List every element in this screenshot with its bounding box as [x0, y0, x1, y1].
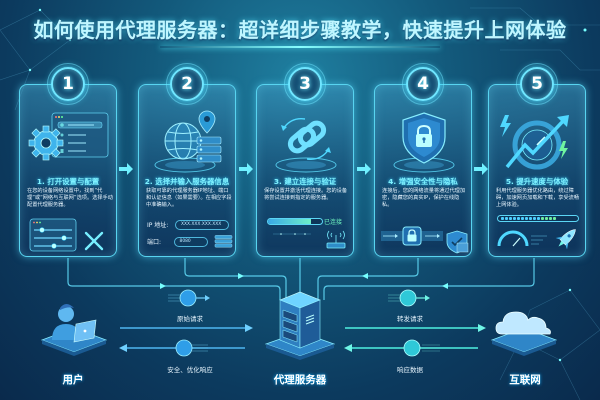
sliders-icon — [29, 218, 77, 252]
location-pin-icon — [198, 110, 216, 134]
gauge-rocket-illustration — [497, 229, 576, 250]
flow-label-response-data: 响应数据 — [397, 366, 423, 374]
encryption-illustration — [381, 226, 469, 254]
title-underline — [160, 46, 440, 48]
tools-icon — [84, 231, 104, 251]
step-number-badge: 1 — [47, 63, 89, 105]
flow-label-original-request: 原始请求 — [177, 315, 203, 323]
sliders-tools-illustration — [29, 218, 104, 252]
user-node-label: 用户 — [62, 374, 84, 386]
shield-lock-icon — [402, 112, 446, 164]
forward-orb-icon — [388, 289, 430, 307]
step-description: 在您的设备网络设置中，找到“代理”或“网络与互联网”选项。选择手动配置代理服务器… — [27, 188, 113, 208]
gauge-icon — [497, 230, 547, 247]
shield-lock-illustration — [393, 112, 455, 173]
encrypted-tunnel-icon — [381, 226, 443, 246]
step-number-badge: 2 — [166, 63, 208, 105]
router-icon — [326, 230, 346, 249]
data-orb-icon — [403, 339, 440, 357]
next-step-arrow-icon — [474, 163, 488, 175]
step-description: 连接后，您的网络流量将通过代理加密，隐藏您的真实IP，保护在线隐私。 — [382, 188, 466, 208]
connection-status-text: 已连接 — [324, 219, 343, 226]
internet-node-label: 互联网 — [509, 374, 541, 386]
step-card-4: 4 4. 增强安全性与隐私 连接后，您的网络流量将通过代理加密，隐藏您的真实IP… — [374, 63, 472, 257]
gear-icon — [28, 125, 64, 161]
ip-field-row: IP 地址: XXX.XXX.XXX.XXX — [147, 218, 233, 231]
speedometer-arrow-icon — [505, 115, 569, 169]
step-card-2: 2 2. 选择并输入服务器信息 获取可靠的代理服务器IP地址、端口和认证信息（如… — [138, 63, 236, 257]
user-laptop-icon — [40, 304, 108, 356]
step-description: 保存设置并激活代理连接。您的设备将尝试连接到指定的服务器。 — [264, 188, 348, 201]
step-card-1: 1 1. 打开设置与配置 在您的设备网络设置中，找到“代理”或“网络与互联网”选… — [19, 63, 117, 257]
speed-progress-bar — [497, 215, 579, 222]
flow-label-secure-response: 安全、优化响应 — [167, 366, 213, 374]
step-title: 3. 建立连接与验证 — [273, 177, 337, 186]
server-config-icon — [214, 234, 233, 247]
speed-boost-illustration — [500, 115, 569, 170]
connection-status: ✓ 已连接 — [261, 213, 351, 255]
port-field-row: 端口: 8080 — [147, 234, 233, 248]
lightning-icon — [559, 141, 568, 159]
speed-widgets — [493, 213, 583, 255]
step-title: 5. 提升速度与体验 — [505, 177, 569, 186]
next-step-arrow-icon — [357, 163, 371, 175]
ip-label: IP 地址: — [147, 222, 169, 229]
rocket-icon — [555, 229, 576, 250]
step-description: 利用代理服务器优化路由，绕过障碍，加速网页加载和下载，享受流畅上网体验。 — [496, 188, 580, 208]
step-number-badge: 5 — [516, 63, 558, 105]
flow-label-forward-request: 转发请求 — [397, 315, 423, 323]
next-step-arrow-icon — [119, 163, 133, 175]
server-icon — [264, 291, 336, 360]
page-title: 如何使用代理服务器：超详细步骤教学，快速提升上网体验 — [33, 18, 567, 42]
step-title: 2. 选择并输入服务器信息 — [144, 177, 230, 186]
step-card-3: 3 3. 建立连接与验证 保存设置并激活代理连接。您的设备将尝试连接到指定的服务… — [256, 63, 354, 257]
step-card-5: 5 5. 提升速度与体验 利用代理服务器优化路由，绕过障碍，加速网页加载和下载，… — [488, 63, 586, 257]
router-illustration — [273, 230, 346, 249]
globe-icon — [164, 122, 202, 160]
step-title: 1. 打开设置与配置 — [36, 177, 100, 186]
proxy-node-label: 代理服务器 — [273, 374, 327, 386]
lightning-icon — [500, 115, 511, 137]
step-number-badge: 4 — [402, 63, 444, 105]
server-stack-icon — [196, 136, 222, 163]
request-orb-icon — [168, 289, 210, 307]
chain-link-illustration — [275, 118, 337, 173]
port-input[interactable]: 8080 — [173, 236, 209, 247]
port-label: 端口: — [147, 239, 162, 246]
chain-link-icon — [287, 120, 327, 154]
connection-progress-bar — [267, 218, 323, 225]
next-step-arrow-icon — [239, 163, 253, 175]
cloud-icon — [490, 311, 558, 356]
gauge-icon — [512, 120, 562, 170]
gear-settings-illustration — [28, 112, 109, 161]
globe-server-illustration — [154, 110, 222, 173]
server-fields: IP 地址: XXX.XXX.XXX.XXX 端口: 8080 — [143, 213, 233, 255]
step-title: 4. 增强安全性与隐私 — [388, 177, 458, 186]
step-number-badge: 3 — [284, 63, 326, 105]
ip-address-input[interactable]: XXX.XXX.XXX.XXX — [175, 219, 229, 230]
response-orb-icon — [175, 339, 208, 357]
shield-firewall-icon — [446, 230, 469, 254]
step-description: 获取可靠的代理服务器IP地址、端口和认证信息（如果需要）。在相应字段中准确输入。 — [146, 188, 232, 208]
